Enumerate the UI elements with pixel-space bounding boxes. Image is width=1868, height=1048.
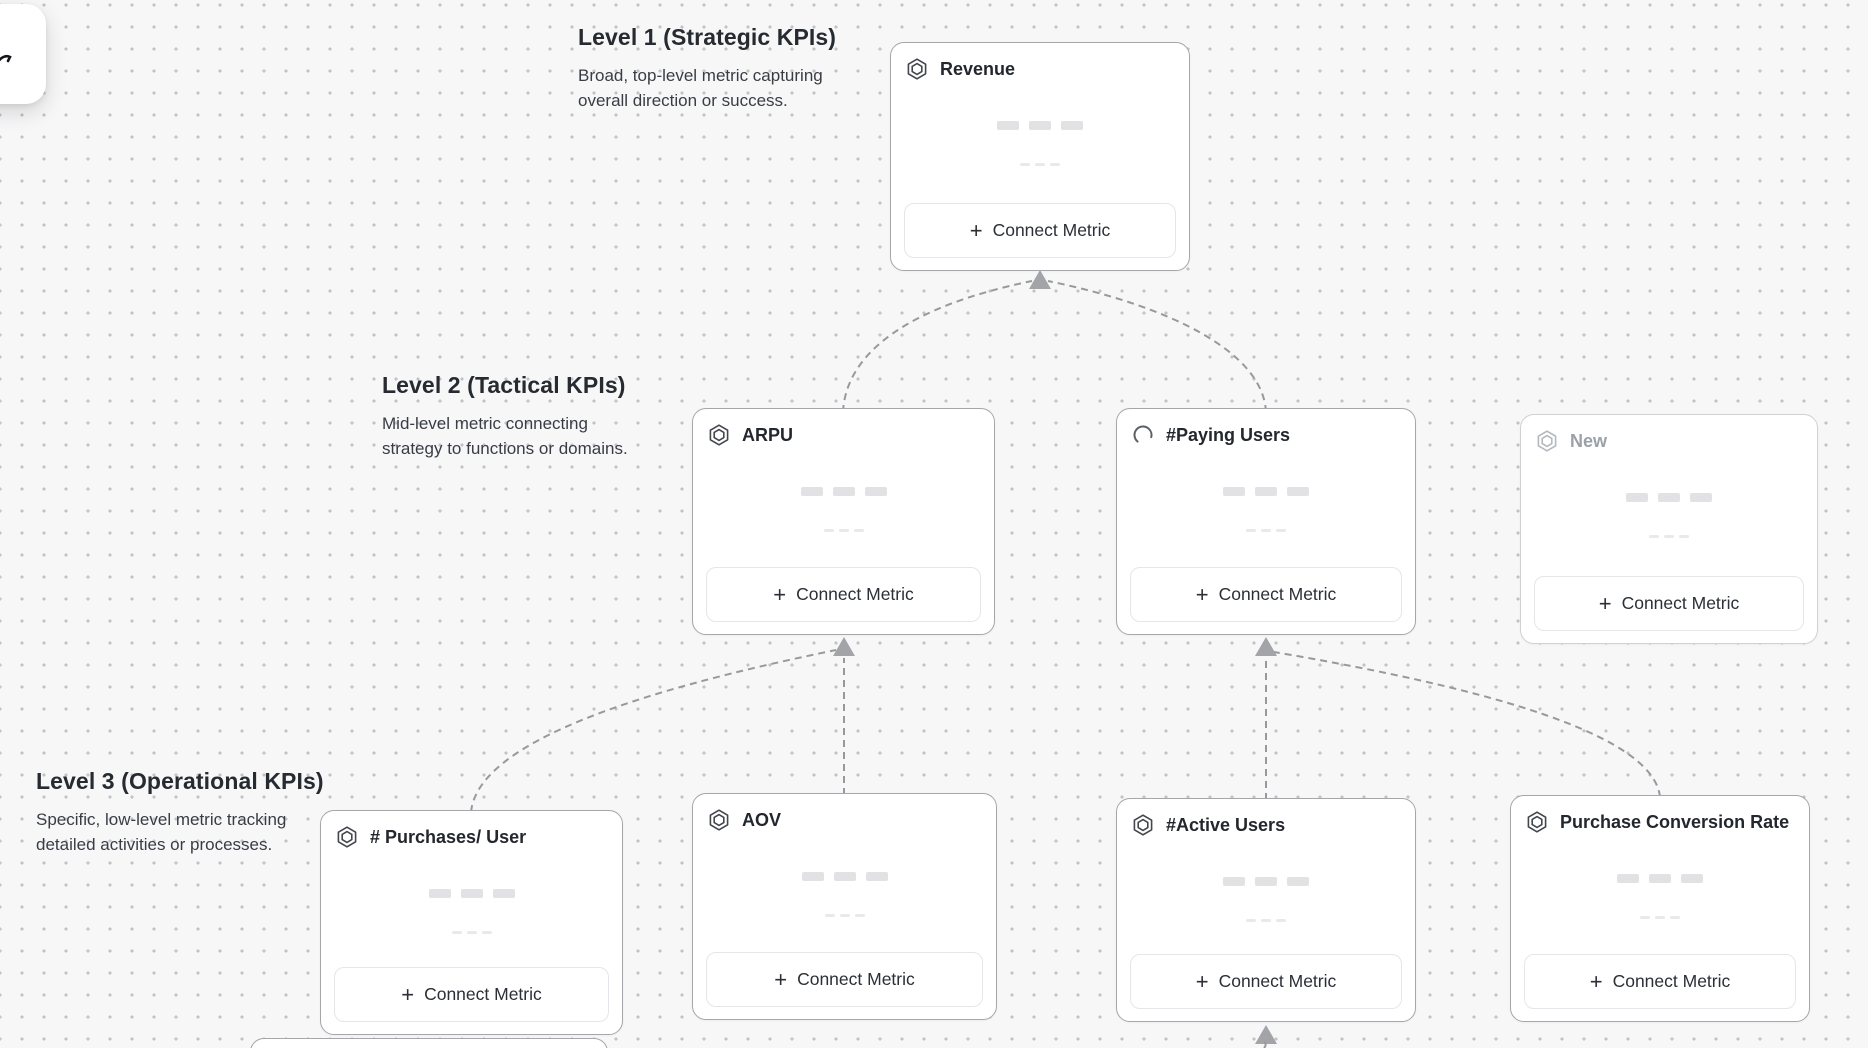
- metric-card-arpu[interactable]: ARPU + Connect Metric: [692, 408, 995, 635]
- connect-metric-label: Connect Metric: [1218, 584, 1337, 604]
- level-3-description: Specific, low-level metric tracking deta…: [36, 810, 287, 854]
- metric-card-title: #Paying Users: [1166, 424, 1291, 445]
- card-header: # Purchases/ User: [321, 811, 622, 848]
- level-2-label: Level 2 (Tactical KPIs) Mid-level metric…: [382, 372, 628, 461]
- skeleton-row: [693, 529, 994, 532]
- level-1-title: Level 1 (Strategic KPIs): [578, 24, 837, 50]
- connector-arpu-to-revenue: [842, 280, 1033, 413]
- skeleton-row: [693, 487, 994, 496]
- card-header: AOV: [693, 794, 996, 831]
- metric-card-aov[interactable]: AOV + Connect Metric: [692, 793, 997, 1020]
- skeleton-row: [1117, 919, 1415, 922]
- connect-metric-label: Connect Metric: [1612, 971, 1731, 991]
- connector-offscreen-to-activeusers: [1263, 1037, 1267, 1048]
- cursor-stroke-icon: [0, 54, 12, 63]
- hexagon-metric-icon: [906, 58, 928, 80]
- plus-icon: +: [969, 217, 983, 243]
- metric-card-revenue[interactable]: Revenue + Connect Metric: [890, 42, 1190, 271]
- metric-card-purchase-conversion-rate[interactable]: Purchase Conversion Rate + Connect Metri…: [1510, 795, 1810, 1022]
- metric-card-title: AOV: [742, 809, 782, 830]
- plus-icon: +: [1589, 968, 1603, 994]
- metric-card-partial-offscreen[interactable]: [250, 1038, 608, 1048]
- connect-metric-label: Connect Metric: [424, 984, 542, 1004]
- connect-metric-button[interactable]: + Connect Metric: [706, 567, 981, 622]
- level-2-title: Level 2 (Tactical KPIs): [382, 372, 626, 398]
- metric-card-title: # Purchases/ User: [370, 826, 527, 847]
- skeleton-row: [1117, 529, 1415, 532]
- skeleton-row: [321, 931, 622, 934]
- skeleton-row: [891, 121, 1189, 130]
- connect-metric-button[interactable]: + Connect Metric: [1524, 954, 1796, 1009]
- hexagon-metric-icon: [1536, 430, 1558, 452]
- card-header: #Paying Users: [1117, 409, 1415, 446]
- plus-icon: +: [774, 966, 788, 992]
- hexagon-metric-icon: [1526, 811, 1548, 833]
- arrowhead-into-activeusers: [1255, 1025, 1277, 1044]
- loading-spinner-icon: [1132, 424, 1154, 446]
- level-3-title: Level 3 (Operational KPIs): [36, 768, 324, 794]
- card-header: New: [1521, 415, 1817, 452]
- card-header: #Active Users: [1117, 799, 1415, 836]
- plus-icon: +: [1598, 590, 1612, 616]
- plus-icon: +: [1195, 968, 1209, 994]
- level-2-description: Mid-level metric connecting strategy to …: [382, 414, 628, 458]
- skeleton-row: [693, 914, 996, 917]
- plus-icon: +: [401, 981, 415, 1007]
- plus-icon: +: [1195, 581, 1209, 607]
- skeleton-row: [1521, 493, 1817, 502]
- arrowhead-into-revenue: [1029, 270, 1051, 289]
- connect-metric-label: Connect Metric: [992, 220, 1111, 240]
- metric-card-title: Purchase Conversion Rate: [1560, 811, 1790, 832]
- card-header: ARPU: [693, 409, 994, 446]
- metric-card-title: #Active Users: [1166, 814, 1286, 835]
- card-header: Purchase Conversion Rate: [1511, 796, 1809, 833]
- connect-metric-label: Connect Metric: [797, 969, 915, 989]
- level-3-label: Level 3 (Operational KPIs) Specific, low…: [36, 768, 324, 857]
- skeleton-row: [891, 163, 1189, 166]
- skeleton-row: [1117, 487, 1415, 496]
- arrowhead-into-arpu: [833, 637, 855, 656]
- skeleton-row: [1521, 535, 1817, 538]
- connect-metric-button[interactable]: + Connect Metric: [334, 967, 609, 1022]
- level-1-description: Broad, top-level metric capturing overal…: [578, 66, 823, 110]
- level-1-label: Level 1 (Strategic KPIs) Broad, top-leve…: [578, 24, 836, 113]
- connect-metric-button[interactable]: + Connect Metric: [1130, 567, 1402, 622]
- metric-card-new[interactable]: New + Connect Metric: [1520, 414, 1818, 644]
- metric-card-paying-users[interactable]: #Paying Users + Connect Metric: [1116, 408, 1416, 635]
- hexagon-metric-icon: [708, 809, 730, 831]
- connect-metric-label: Connect Metric: [1621, 593, 1740, 613]
- skeleton-row: [321, 889, 622, 898]
- hexagon-metric-icon: [708, 424, 730, 446]
- skeleton-row: [1117, 877, 1415, 886]
- connect-metric-button[interactable]: + Connect Metric: [1534, 576, 1804, 631]
- connector-payingusers-to-revenue: [1047, 280, 1267, 413]
- connect-metric-button[interactable]: + Connect Metric: [706, 952, 983, 1007]
- hexagon-metric-icon: [1132, 814, 1154, 836]
- connect-metric-button[interactable]: + Connect Metric: [904, 203, 1176, 258]
- plus-icon: +: [773, 581, 787, 607]
- arrowhead-into-payingusers: [1255, 637, 1277, 656]
- metric-card-active-users[interactable]: #Active Users + Connect Metric: [1116, 798, 1416, 1022]
- connect-metric-label: Connect Metric: [796, 584, 914, 604]
- skeleton-row: [1511, 874, 1809, 883]
- skeleton-row: [1511, 916, 1809, 919]
- connect-metric-label: Connect Metric: [1218, 971, 1337, 991]
- metric-card-purchases-per-user[interactable]: # Purchases/ User + Connect Metric: [320, 810, 623, 1035]
- floating-toolbar-fragment[interactable]: [0, 4, 46, 104]
- metric-card-title: New: [1570, 430, 1608, 451]
- metric-card-title: Revenue: [940, 58, 1016, 79]
- connector-pcr-to-payingusers: [1273, 651, 1661, 798]
- hexagon-metric-icon: [336, 826, 358, 848]
- connector-purchases-to-arpu: [470, 649, 837, 813]
- skeleton-row: [693, 872, 996, 881]
- metric-card-title: ARPU: [742, 424, 794, 445]
- connect-metric-button[interactable]: + Connect Metric: [1130, 954, 1402, 1009]
- card-header: Revenue: [891, 43, 1189, 80]
